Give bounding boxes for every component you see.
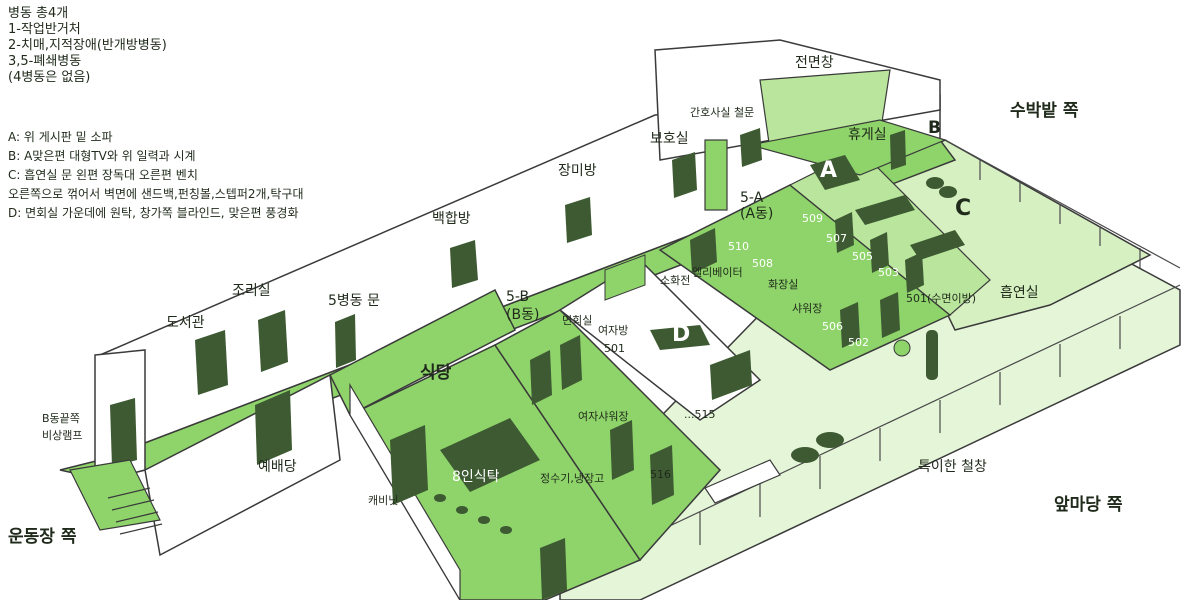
back-doors — [195, 152, 697, 395]
ward5-door-label: 5병동 문 — [328, 293, 380, 309]
ward-line: 병동 총4개 — [8, 6, 69, 21]
guard-pillar — [704, 139, 728, 211]
ward5b-label: 5-B (B동) — [506, 289, 540, 323]
women-room-label: 여자방 — [598, 324, 629, 337]
ward-legend: 병동 총4개 1-작업반거처 2-치매,지적장애(반개방병동) 3,5-폐쇄병동… — [8, 6, 167, 86]
punching-bag — [926, 330, 938, 380]
smoking-room-label: 흡연실 — [1000, 285, 1039, 301]
shower-doors — [530, 335, 674, 505]
ward-line: 1-작업반거처 — [8, 22, 81, 37]
bunks — [855, 195, 965, 260]
key-legend: A: 위 게시판 밑 소파 B: A맞은편 대형TV와 위 일력과 시계 C: … — [8, 128, 303, 223]
ramp-door — [110, 398, 137, 467]
elevator-label: 엘리베이터 — [692, 266, 743, 279]
chapel-label: 예배당 — [258, 459, 297, 475]
lounge-door — [890, 130, 906, 170]
front-window-label: 전면창 — [795, 55, 834, 71]
ward5a-doors — [690, 212, 924, 348]
emergency-ramp-label: B동끝쪽 비상램프 — [42, 412, 83, 442]
chapel-door — [255, 390, 292, 465]
ward5a-label: 5-A (A동) — [740, 190, 774, 222]
landscape-painting — [604, 254, 646, 301]
ward-line: (4병동은 없음) — [8, 70, 91, 85]
room-503: 503 — [878, 266, 899, 279]
lounge-label: 휴게실 — [848, 127, 887, 143]
room-501: 501 — [604, 342, 625, 355]
room-501-sleep: 501(수면이방) — [906, 292, 977, 305]
library-label: 도서관 — [166, 315, 205, 331]
visiting-room-label: 면회실 — [562, 314, 593, 327]
nurse-door — [740, 128, 762, 167]
kitchen-label: 조리실 — [232, 283, 271, 299]
room-510: 510 — [728, 240, 749, 253]
dining-label: 식당 — [420, 363, 452, 383]
extinguisher-label: 소화전 — [660, 274, 691, 287]
key-line: C: 흡연실 문 왼편 장독대 오른편 벤치 — [8, 168, 198, 182]
cross-corridor — [328, 288, 517, 417]
marker-d: D — [672, 322, 691, 347]
ward-line: 2-치매,지적장애(반개방병동) — [8, 38, 167, 53]
sandbags — [791, 432, 844, 463]
guard-room-label: 보호실 — [650, 131, 689, 147]
punching-ball — [893, 339, 911, 357]
marker-c: C — [955, 196, 972, 221]
room-509: 509 — [802, 212, 823, 225]
blinds — [710, 350, 752, 400]
eight-table-label: 8인식탁 — [452, 469, 500, 485]
water-fridge-label: 정수기,냉장고 — [540, 472, 605, 485]
direction-watermelon-field: 수박밭 쪽 — [1010, 101, 1079, 121]
dining-exit-door — [540, 538, 567, 600]
key-line: 오른쪽으로 꺾어서 벽면에 샌드백,펀칭볼,스텝퍼2개,탁구대 — [8, 187, 304, 201]
shower-label: 샤워장 — [792, 302, 823, 315]
jars — [926, 177, 957, 198]
room-515: ...515 — [684, 408, 716, 421]
cabinet — [390, 425, 428, 505]
stools — [434, 494, 512, 534]
key-line: D: 면회실 가운데에 원탁, 창가쪽 블라인드, 맞은편 풍경화 — [8, 206, 299, 220]
room-505: 505 — [852, 250, 873, 263]
ping-pong-table — [704, 459, 781, 504]
key-line: B: A맞은편 대형TV와 위 일력과 시계 — [8, 149, 196, 163]
direction-playground: 운동장 쪽 — [8, 527, 77, 547]
room-502: 502 — [848, 336, 869, 349]
room-508: 508 — [752, 257, 773, 270]
ramp-floor — [69, 459, 161, 531]
room-506: 506 — [822, 320, 843, 333]
marker-b: B — [928, 118, 941, 138]
women-shower-label: 여자샤워장 — [578, 410, 629, 423]
barred-window-label: 특이한 철창 — [918, 459, 987, 475]
room-516: 516 — [650, 468, 671, 481]
ramp-stairs — [107, 487, 163, 535]
lily-room-label: 백합방 — [432, 211, 471, 227]
cabinet-label: 캐비닛 — [368, 494, 399, 507]
lounge-sofa — [810, 155, 860, 190]
ward-line: 3,5-폐쇄병동 — [8, 54, 82, 69]
bathroom-label: 화장실 — [768, 278, 799, 291]
room-507: 507 — [826, 232, 847, 245]
yard-fence — [639, 139, 1181, 545]
nurse-station-label: 간호사실 철문 — [690, 106, 755, 119]
direction-front-yard: 앞마당 쪽 — [1054, 495, 1123, 515]
eight-seat-table — [440, 418, 540, 492]
round-table — [650, 325, 710, 350]
marker-a: A — [820, 158, 838, 183]
key-line: A: 위 게시판 밑 소파 — [8, 130, 113, 144]
rose-room-label: 장미방 — [558, 163, 597, 179]
